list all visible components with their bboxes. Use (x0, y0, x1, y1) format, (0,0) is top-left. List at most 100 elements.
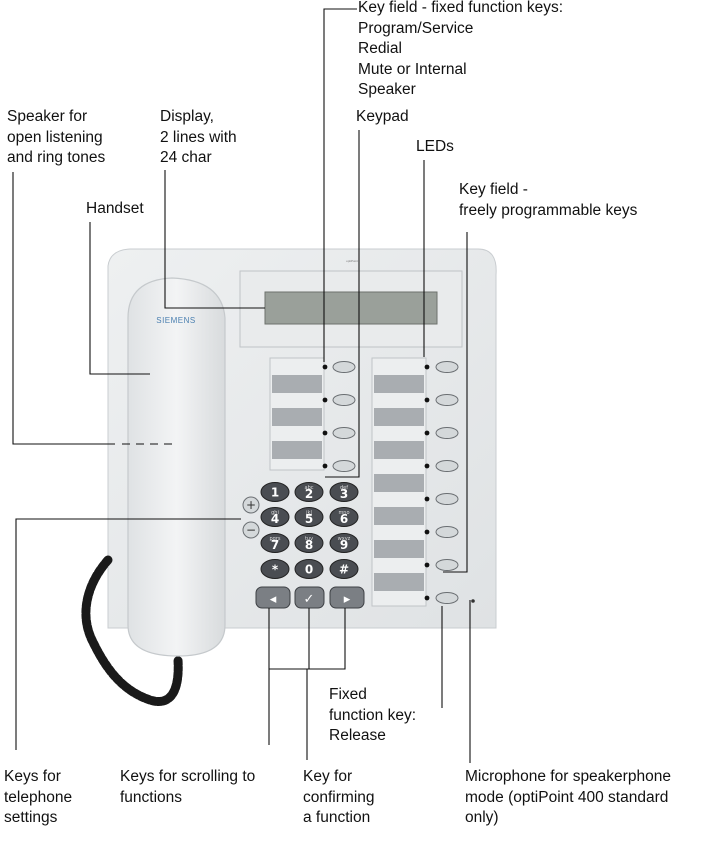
keypad-key-cap (260, 507, 290, 527)
led (322, 430, 328, 436)
navigation-keys[interactable]: ◂ ✓ ▸ (255, 586, 365, 609)
release-key (435, 592, 459, 604)
led (424, 430, 430, 436)
keypad-key-cap (294, 533, 324, 553)
svg-text:+: + (246, 498, 256, 512)
programmable-key (435, 526, 459, 538)
keypad-key[interactable]: 1 (260, 482, 290, 502)
keypad-key-cap (329, 559, 359, 579)
display-screen (264, 291, 438, 325)
speaker-key (332, 460, 356, 472)
handset-cord (81, 555, 183, 706)
led (424, 364, 430, 370)
label-programmable-keys: Key field -freely programmable keys (459, 181, 638, 219)
programmable-key (435, 427, 459, 439)
programmable-key-labels (374, 375, 424, 591)
brand-logo: SIEMENS (156, 316, 196, 325)
volume-up-key (242, 496, 260, 514)
keypad-key-cap (294, 559, 324, 579)
led (424, 529, 430, 535)
keypad-letters: wxyz (338, 536, 351, 542)
svg-text:▸: ▸ (344, 592, 351, 607)
model-tag: optiPoint (346, 259, 358, 263)
keypad-key-cap (329, 533, 359, 553)
svg-text:◂: ◂ (270, 592, 277, 607)
keypad-digit: 3 (340, 487, 348, 501)
keypad-key-cap (260, 559, 290, 579)
programmable-keys[interactable] (424, 361, 459, 604)
keypad-letters: tuv (305, 536, 313, 542)
led (322, 364, 328, 370)
keypad-key[interactable]: 0 (294, 559, 324, 579)
led (322, 463, 328, 469)
keypad-digit: * (272, 563, 279, 577)
led (424, 463, 430, 469)
keypad-letters: mno (338, 510, 349, 516)
keypad-letters: abc (305, 485, 314, 491)
programmable-key (435, 559, 459, 571)
led (424, 397, 430, 403)
keypad-digit: 7 (271, 538, 279, 552)
keypad-letters: ghi (271, 510, 279, 516)
microphone-hole (471, 599, 475, 603)
keypad-letters: def (340, 485, 348, 491)
handset (127, 277, 226, 657)
keypad-key-cap (294, 482, 324, 502)
keypad-letters: pqrs (269, 536, 280, 542)
keypad-key[interactable]: # (329, 559, 359, 579)
programmable-key (435, 460, 459, 472)
led (424, 595, 430, 601)
keypad-digit: 6 (340, 512, 348, 526)
keypad-digit: 8 (305, 538, 313, 552)
volume-keys[interactable]: + − (242, 496, 260, 539)
keypad-digit: 4 (271, 512, 279, 526)
programmable-key (435, 394, 459, 406)
keypad-key[interactable]: * (260, 559, 290, 579)
fixed-function-keys[interactable] (322, 361, 356, 472)
redial-key (332, 394, 356, 406)
keypad-digit: 9 (340, 538, 348, 552)
led (424, 496, 430, 502)
keypad-digit: 2 (305, 487, 313, 501)
led (322, 397, 328, 403)
keypad-key-cap (260, 482, 290, 502)
scroll-left-key (255, 586, 291, 609)
label-handset: Handset (86, 200, 144, 217)
keypad-letters: jkl (305, 510, 312, 516)
programmable-key (435, 361, 459, 373)
scroll-right-key (329, 586, 365, 609)
keypad-digit: 0 (305, 563, 313, 577)
mute-key (332, 427, 356, 439)
keypad-digit: # (339, 563, 349, 577)
svg-text:−: − (246, 523, 256, 537)
label-keypad: Keypad (356, 108, 409, 125)
program-service-key (332, 361, 356, 373)
keypad-key-cap (260, 533, 290, 553)
fixed-key-labels (272, 375, 322, 459)
keypad-key-cap (294, 507, 324, 527)
keypad-key-cap (329, 482, 359, 502)
label-leds: LEDs (416, 138, 454, 155)
led (424, 562, 430, 568)
keypad-digit: 1 (271, 486, 279, 500)
leader-lines (12, 8, 471, 763)
volume-down-key (242, 521, 260, 539)
keypad-key-cap (329, 507, 359, 527)
